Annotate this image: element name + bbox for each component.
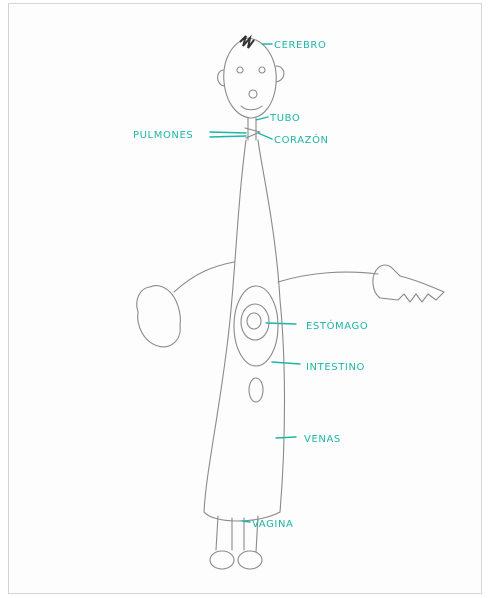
left-foot bbox=[210, 551, 234, 569]
tubo-line bbox=[256, 117, 268, 120]
vagina-line bbox=[242, 521, 250, 522]
label-estomago: ESTÓMAGO bbox=[306, 319, 368, 332]
label-vagina: VAGINA bbox=[252, 519, 294, 530]
label-pulmones: PULMONES bbox=[133, 130, 193, 141]
label-intestino: INTESTINO bbox=[306, 362, 365, 373]
right-ear bbox=[276, 66, 284, 82]
right-eye bbox=[259, 67, 265, 73]
torso-outline bbox=[204, 140, 285, 521]
left-arm bbox=[174, 262, 234, 292]
pulmones-line bbox=[210, 132, 246, 133]
left-eye bbox=[237, 67, 243, 73]
nose bbox=[249, 90, 257, 98]
stomach-shape bbox=[234, 286, 278, 366]
left-ear bbox=[218, 70, 224, 86]
label-cerebro: CEREBRO bbox=[274, 40, 326, 51]
mouth bbox=[241, 106, 262, 110]
label-venas: VENAS bbox=[304, 434, 341, 445]
right-arm bbox=[278, 272, 378, 282]
label-tubo: TUBO bbox=[269, 113, 300, 124]
right-hand bbox=[373, 265, 444, 302]
intestino-line bbox=[272, 362, 300, 364]
estomago-line bbox=[266, 323, 296, 324]
lower-organ bbox=[249, 378, 263, 402]
venas-line bbox=[276, 437, 296, 438]
corazon-line bbox=[258, 133, 272, 139]
label-corazon: CORAZÓN bbox=[274, 133, 329, 146]
head-outline bbox=[224, 38, 276, 118]
right-foot bbox=[238, 551, 262, 569]
left-hand bbox=[137, 286, 181, 347]
